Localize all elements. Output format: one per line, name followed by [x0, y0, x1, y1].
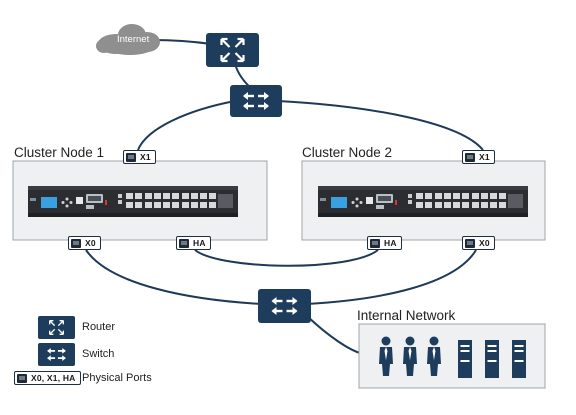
server-icon: [485, 340, 499, 378]
rj45-port-icon: [126, 152, 136, 162]
legend-switch-icon: [38, 343, 75, 366]
rj45-port-icon: [179, 238, 189, 248]
rj45-port-icon: [370, 238, 380, 248]
port-node1-x0: X0: [68, 236, 101, 250]
legend-ports-text: X0, X1, HA: [31, 373, 76, 383]
port-node2-x1: X1: [462, 150, 495, 164]
link-cloud-router: [151, 39, 212, 45]
port-label: HA: [384, 238, 397, 248]
rj45-port-icon: [17, 373, 27, 383]
router-icon: [206, 33, 259, 67]
port-label: X0: [479, 238, 490, 248]
switch-icon: [258, 289, 311, 323]
port-node2-ha: HA: [367, 236, 402, 250]
legend-ports-sample: X0, X1, HA: [14, 371, 81, 385]
cloud-icon: [96, 24, 160, 55]
port-node2-x0: X0: [462, 236, 495, 250]
port-node1-x1: X1: [123, 150, 156, 164]
port-label: HA: [193, 238, 206, 248]
link-node2-x0-switch: [305, 249, 477, 305]
port-label: X1: [140, 152, 151, 162]
link-switch-node1-x1: [137, 100, 236, 151]
legend-router-icon: [38, 316, 75, 339]
link-switch-internal: [305, 314, 361, 354]
switch-icon: [230, 85, 282, 117]
link-ha: [194, 249, 379, 267]
legend-router-label: Router: [82, 321, 116, 333]
firewall-appliance-icon: [318, 186, 528, 217]
legend-switch-label: Switch: [82, 348, 115, 360]
firewall-appliance-icon: [28, 186, 238, 217]
cluster-node-2-title: Cluster Node 2: [302, 145, 393, 160]
internet-label: Internet: [117, 34, 150, 45]
internal-network-title: Internal Network: [357, 308, 456, 323]
port-node1-ha: HA: [176, 236, 211, 250]
cluster-node-1-title: Cluster Node 1: [14, 145, 105, 160]
rj45-port-icon: [465, 238, 475, 248]
rj45-port-icon: [465, 152, 475, 162]
link-switch-node2-x1: [277, 100, 484, 151]
port-label: X1: [479, 152, 490, 162]
port-label: X0: [85, 238, 96, 248]
legend-ports-label: Physical Ports: [82, 372, 152, 384]
server-icon: [512, 340, 526, 378]
link-node1-x0-switch: [85, 249, 263, 305]
server-icon: [458, 340, 472, 378]
rj45-port-icon: [71, 238, 81, 248]
